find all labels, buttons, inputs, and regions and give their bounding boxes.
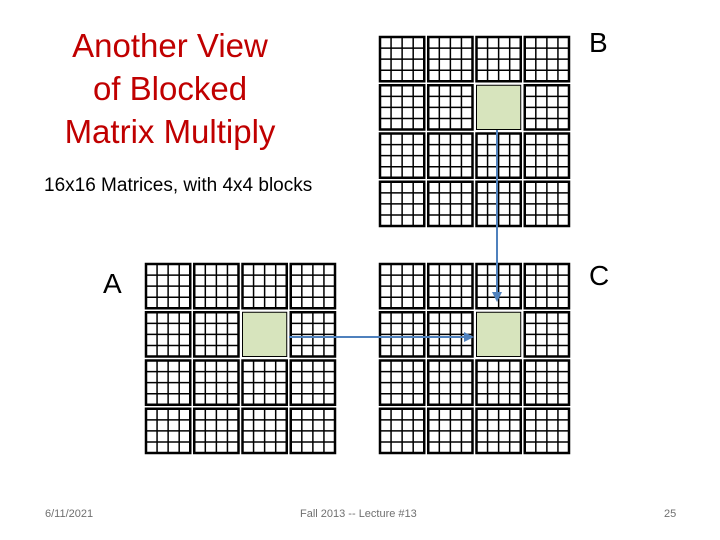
matrix-a (144, 262, 337, 455)
matrix-b-block-0-2 (475, 35, 522, 83)
matrix-b-block-1-3 (523, 84, 571, 131)
matrix-a-block-3-0 (144, 407, 192, 455)
matrix-b-block-2-2 (475, 132, 522, 179)
matrix-a-block-1-1 (193, 311, 240, 358)
matrix-a-block-1-2 (242, 311, 288, 357)
matrix-c-block-0-2 (475, 262, 522, 310)
matrix-c-block-2-3 (523, 359, 571, 406)
matrix-b-block-1-2 (476, 84, 522, 130)
matrix-b-block-2-3 (523, 132, 571, 179)
matrix-a-block-1-0 (144, 311, 192, 358)
matrix-c-block-0-1 (427, 262, 474, 310)
footer-date: 6/11/2021 (45, 508, 94, 520)
matrix-b-block-0-3 (523, 35, 571, 83)
slide-title: Another View of Blocked Matrix Multiply (64, 27, 276, 150)
matrix-c-block-3-1 (427, 407, 474, 455)
matrix-c (378, 262, 571, 455)
matrix-a-block-0-0 (144, 262, 192, 310)
matrix-b (378, 35, 571, 228)
slide-subtitle: 16x16 Matrices, with 4x4 blocks (44, 175, 313, 196)
matrix-c-block-2-1 (427, 359, 474, 406)
matrix-c-block-2-2 (475, 359, 522, 406)
matrix-b-block-3-2 (475, 180, 522, 228)
matrix-b-block-2-0 (378, 132, 426, 179)
matrix-b-label: B (589, 27, 608, 58)
matrix-b-block-0-0 (378, 35, 426, 83)
matrix-c-block-1-2 (476, 311, 522, 357)
matrix-a-block-1-3 (289, 311, 337, 358)
footer-page-number: 25 (664, 508, 677, 520)
matrix-b-block-1-1 (427, 84, 474, 131)
matrix-a-block-0-1 (193, 262, 240, 310)
matrix-b-block-3-0 (378, 180, 426, 228)
matrix-c-block-1-3 (523, 311, 571, 358)
matrix-c-block-2-0 (378, 359, 426, 406)
matrix-c-block-1-1 (427, 311, 474, 358)
matrix-a-block-2-0 (144, 359, 192, 406)
matrix-a-block-0-3 (289, 262, 337, 310)
matrix-c-block-3-2 (475, 407, 522, 455)
footer-lecture: Fall 2013 -- Lecture #13 (300, 508, 417, 520)
matrix-b-block-2-1 (427, 132, 474, 179)
matrix-c-block-0-0 (378, 262, 426, 310)
matrix-a-label: A (103, 268, 122, 299)
matrix-b-block-0-1 (427, 35, 474, 83)
matrix-a-block-3-1 (193, 407, 240, 455)
matrix-c-block-1-0 (378, 311, 426, 358)
matrix-c-block-3-0 (378, 407, 426, 455)
matrix-b-block-3-3 (523, 180, 571, 228)
matrix-a-block-3-2 (241, 407, 288, 455)
matrix-a-block-0-2 (241, 262, 288, 310)
matrix-b-block-3-1 (427, 180, 474, 228)
matrix-c-block-3-3 (523, 407, 571, 455)
matrix-a-block-2-3 (289, 359, 337, 406)
matrix-c-label: C (589, 260, 610, 291)
matrix-a-block-2-1 (193, 359, 240, 406)
matrix-b-block-1-0 (378, 84, 426, 131)
matrix-a-block-2-2 (241, 359, 288, 406)
matrix-a-block-3-3 (289, 407, 337, 455)
matrix-c-block-0-3 (523, 262, 571, 310)
